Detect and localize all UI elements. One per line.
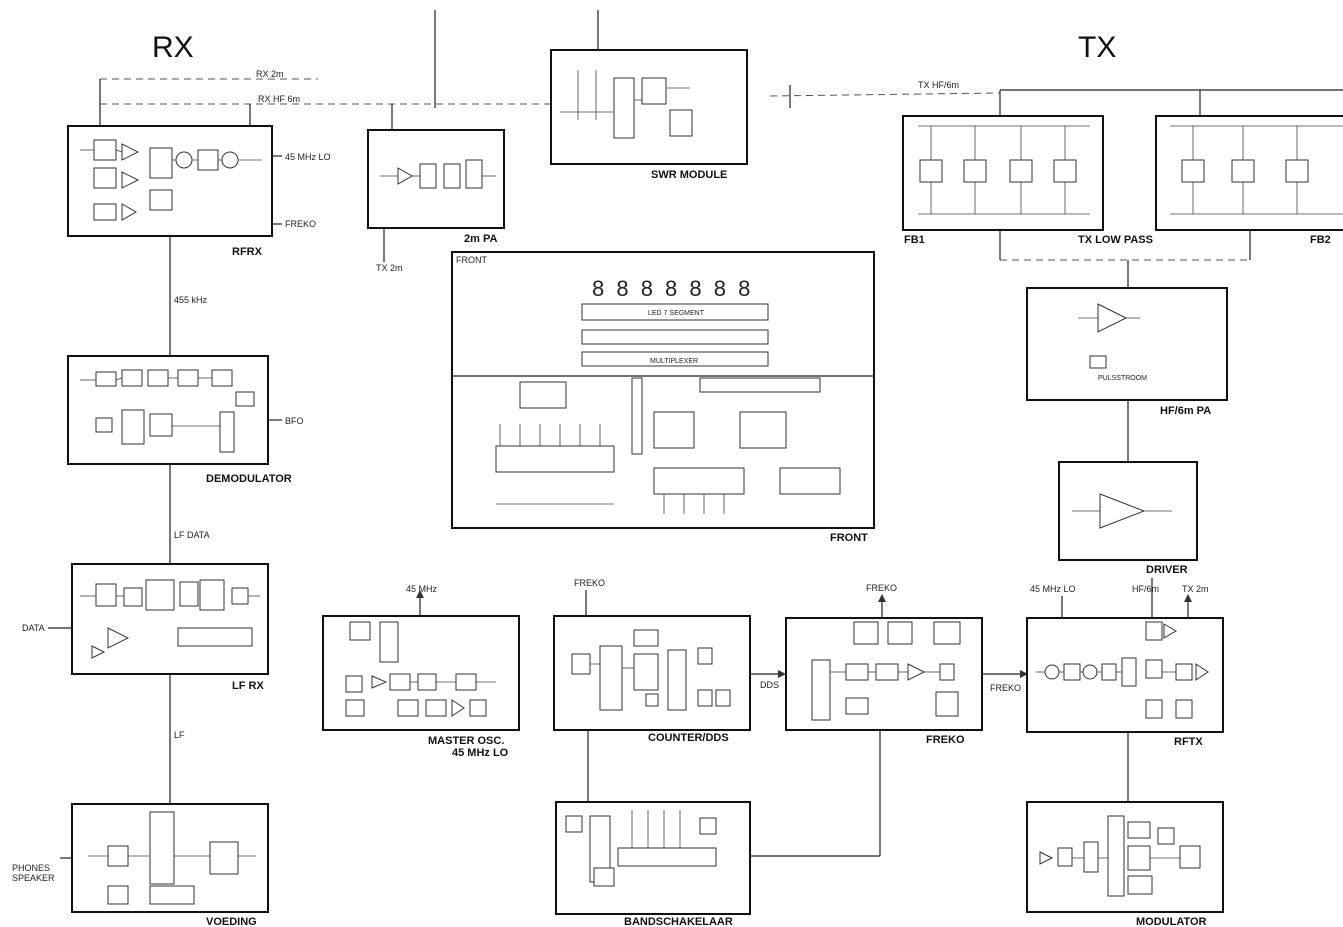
freko-title: FREKO [926, 734, 965, 746]
master-osc-title-2: 45 MHz LO [452, 747, 509, 759]
front-tag: FRONT [456, 255, 487, 265]
freko-block [786, 618, 982, 730]
fb1-title: FB1 [904, 234, 925, 246]
rx-2m-label: RX 2m [256, 69, 284, 79]
lo-45-rx-label: 45 MHz LO [285, 152, 331, 162]
hf6m-pa-block: PULSSTROOM [1027, 288, 1227, 400]
fb2-block [1156, 116, 1343, 230]
tx-heading: TX [1078, 31, 1116, 64]
freko-rx-label: FREKO [285, 219, 316, 229]
voeding-block [72, 804, 268, 912]
tx-2m-pa-label: TX 2m [376, 263, 403, 273]
fb2-title: FB2 [1310, 234, 1331, 246]
swr-module-block [551, 50, 747, 164]
pa-2m-title: 2m PA [464, 233, 497, 245]
speaker-label: SPEAKER [12, 873, 55, 883]
master-osc-block [323, 616, 519, 730]
bandschakelaar-block [556, 802, 750, 914]
driver-title: DRIVER [1146, 564, 1188, 576]
rx-heading: RX [152, 31, 194, 64]
tx-hf-6m-label: TX HF/6m [918, 80, 959, 90]
freko-link-label: FREKO [990, 683, 1021, 693]
dds-label: DDS [760, 680, 779, 690]
seg-driver-label: LED 7 SEGMENT [648, 310, 705, 317]
phones-label: PHONES [12, 863, 50, 873]
tx-2m-label: TX 2m [1182, 584, 1209, 594]
lf-label: LF [174, 730, 185, 740]
swr-module-title: SWR MODULE [651, 169, 727, 181]
counter-dds-title: COUNTER/DDS [648, 732, 729, 744]
freko-out-label: FREKO [866, 583, 897, 593]
master-osc-title-1: MASTER OSC. [428, 735, 504, 747]
rfrx-title: RFRX [232, 246, 263, 258]
front-title: FRONT [830, 532, 868, 544]
hf-6m-label: HF/6m [1132, 584, 1159, 594]
bandschakelaar-title: BANDSCHAKELAAR [624, 916, 733, 927]
rfrx-block [68, 126, 272, 236]
lo-45-tx-label: 45 MHz LO [1030, 584, 1076, 594]
demodulator-title: DEMODULATOR [206, 473, 292, 485]
rftx-block [1027, 618, 1223, 732]
seven-seg-digits: 8 8 8 8 8 8 8 [592, 276, 753, 301]
multiplexer-label: MULTIPLEXER [650, 358, 698, 365]
fb1-block [903, 116, 1103, 230]
lfrx-title: LF RX [232, 680, 264, 692]
voeding-title: VOEDING [206, 916, 257, 927]
demodulator-block [68, 356, 268, 464]
hf6m-pa-title: HF/6m PA [1160, 405, 1211, 417]
modulator-title: MODULATOR [1136, 916, 1207, 927]
pa-2m-block [368, 130, 504, 228]
driver-block [1059, 462, 1197, 560]
rftx-title: RFTX [1174, 736, 1203, 748]
mhz-45-label: 45 MHz [406, 584, 438, 594]
bfo-label: BFO [285, 416, 304, 426]
modulator-block [1027, 802, 1223, 912]
lf-data-label: LF DATA [174, 530, 210, 540]
rx-hf-6m-label: RX HF 6m [258, 94, 300, 104]
front-block: FRONT 8 8 8 8 8 8 8 LED 7 SEGMENT MULTIP… [452, 252, 874, 528]
pulse-shaper-label: PULSSTROOM [1098, 375, 1147, 382]
lfrx-block [72, 564, 268, 674]
freko-in-label: FREKO [574, 578, 605, 588]
tx-low-pass-title: TX LOW PASS [1078, 234, 1153, 246]
counter-dds-block [554, 616, 750, 730]
if-455-label: 455 kHz [174, 295, 208, 305]
data-in-label: DATA [22, 623, 45, 633]
